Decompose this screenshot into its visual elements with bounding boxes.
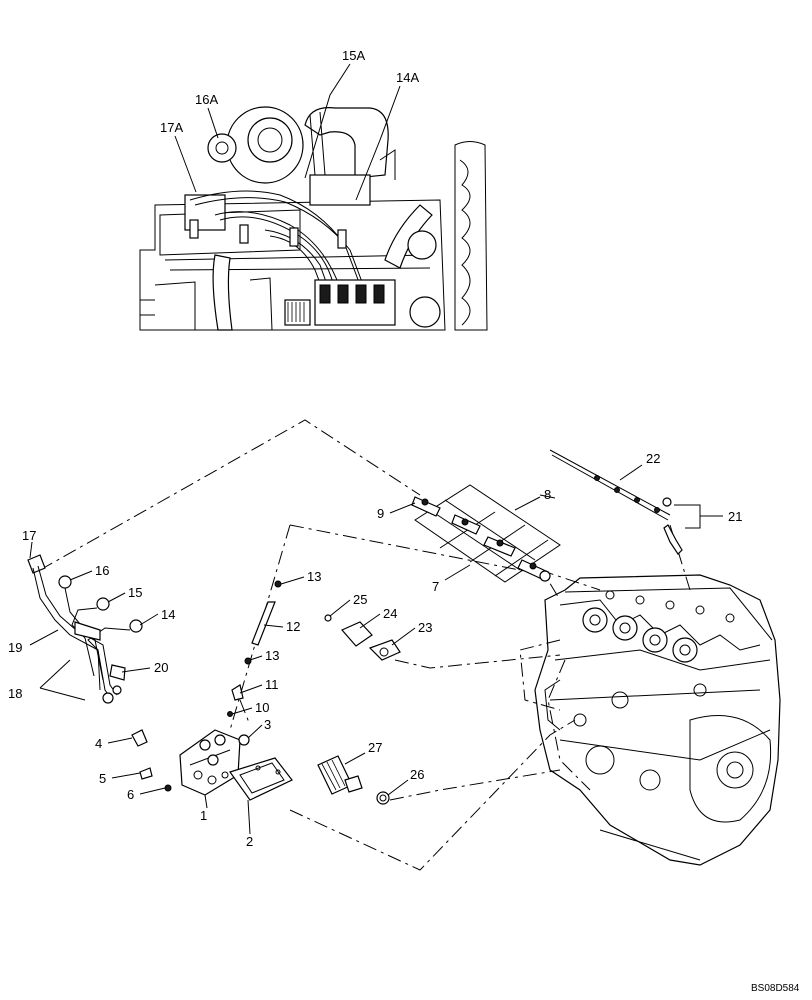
callout-18: 18 — [8, 686, 22, 701]
callout-17: 17 — [22, 528, 36, 543]
callout-18-bracket — [39, 659, 86, 701]
callout-16: 16 — [95, 563, 109, 578]
callout-2: 2 — [246, 834, 253, 849]
callout-21: 21 — [728, 509, 742, 524]
part-2-gasket — [229, 757, 293, 801]
callout-3: 3 — [264, 717, 271, 732]
callout-13-lower: 13 — [265, 648, 279, 663]
part-22-fuel-return-line — [549, 449, 671, 521]
callout-7: 7 — [432, 579, 439, 594]
callout-14A: 14A — [396, 70, 419, 85]
callout-8: 8 — [544, 487, 551, 502]
part-1-injection-pump — [179, 729, 241, 796]
leader-lines — [29, 464, 723, 835]
callout-15: 15 — [128, 585, 142, 600]
callout-17A: 17A — [160, 120, 183, 135]
inset-leaders — [174, 63, 401, 201]
callout-12: 12 — [286, 619, 300, 634]
part-4-bolt — [131, 729, 148, 747]
drawing-reference-number: BS08D584 — [751, 983, 800, 994]
callout-25: 25 — [353, 592, 367, 607]
callout-5: 5 — [99, 771, 106, 786]
callout-27: 27 — [368, 740, 382, 755]
callout-15A: 15A — [342, 48, 365, 63]
callout-4: 4 — [95, 736, 102, 751]
engine-block — [519, 574, 781, 866]
part-6-washer — [164, 784, 172, 792]
part-5-stud — [139, 767, 153, 780]
part-26-o-ring — [376, 791, 390, 805]
callout-16A: 16A — [195, 92, 218, 107]
callout-19: 19 — [8, 640, 22, 655]
part-18-injection-lines — [27, 554, 143, 704]
callout-1: 1 — [200, 808, 207, 823]
callout-11: 11 — [265, 677, 279, 692]
part-24-cover-plate — [324, 614, 401, 661]
callout-26: 26 — [410, 767, 424, 782]
part-8-injector-assembly — [411, 484, 561, 583]
callout-13-upper: 13 — [307, 569, 321, 584]
callout-24: 24 — [383, 606, 397, 621]
inset-engine-view — [139, 106, 488, 331]
part-3-nut — [238, 734, 250, 746]
assembly-lines — [39, 419, 691, 871]
callout-10: 10 — [255, 700, 269, 715]
callout-22: 22 — [646, 451, 660, 466]
callout-9: 9 — [377, 506, 384, 521]
part-21-banjo-bolt — [662, 497, 714, 555]
part-26-o-ring-inner — [379, 794, 387, 802]
callout-20: 20 — [154, 660, 168, 675]
callout-14: 14 — [161, 607, 175, 622]
part-27-fuel-shutoff-solenoid — [317, 755, 363, 795]
callout-6: 6 — [127, 787, 134, 802]
callout-23: 23 — [418, 620, 432, 635]
